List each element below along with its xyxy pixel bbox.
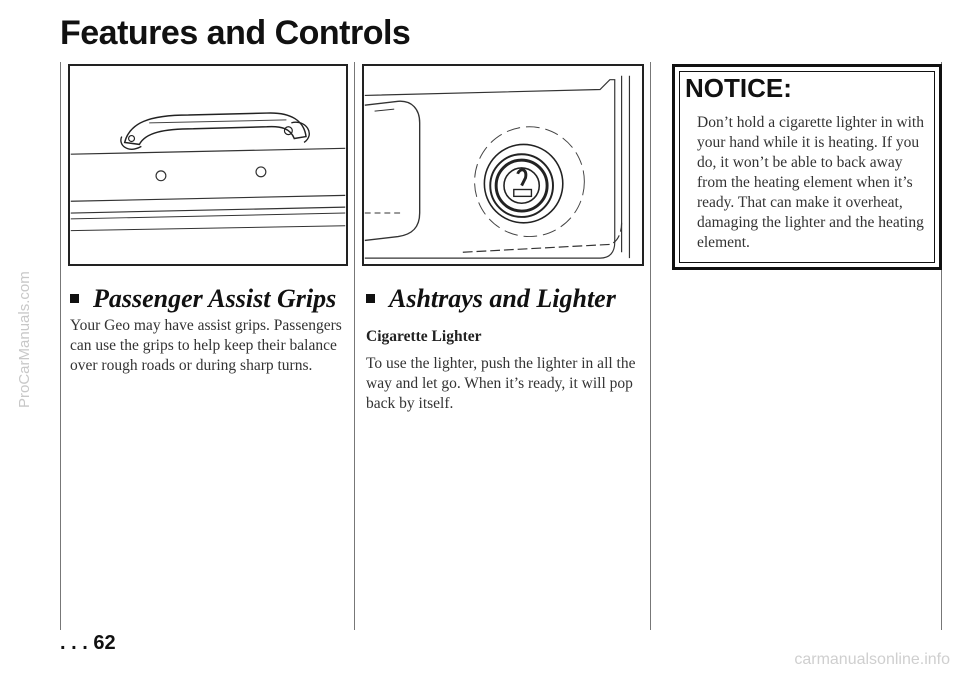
cigarette-lighter-illustration xyxy=(362,64,644,266)
column-rule-left xyxy=(60,62,61,630)
page-title: Features and Controls xyxy=(60,14,411,52)
column-rule-middle xyxy=(354,62,355,630)
assist-grip-illustration xyxy=(68,64,348,266)
assist-grips-heading: Passenger Assist Grips xyxy=(70,284,336,314)
ashtrays-heading: Ashtrays and Lighter xyxy=(366,284,616,314)
assist-grips-body: Your Geo may have assist grips. Passenge… xyxy=(70,317,342,374)
cigarette-lighter-icon xyxy=(364,75,631,259)
side-watermark: ProCarManuals.com xyxy=(16,271,33,409)
ashtrays-body: To use the lighter, push the lighter in … xyxy=(366,355,636,412)
ashtrays-heading-text: Ashtrays and Lighter xyxy=(389,284,616,313)
notice-title: NOTICE: xyxy=(685,73,792,103)
bottom-watermark: carmanualsonline.info xyxy=(794,651,950,668)
assist-grips-heading-text: Passenger Assist Grips xyxy=(93,284,337,313)
notice-inner-border xyxy=(679,71,935,263)
page-number: . . . 62 xyxy=(60,632,116,654)
cigarette-lighter-subheading: Cigarette Lighter xyxy=(366,328,482,345)
square-bullet-icon xyxy=(366,293,375,303)
square-bullet-icon xyxy=(70,293,79,303)
assist-grip-icon xyxy=(70,112,346,232)
notice-body: Don’t hold a cigarette lighter in with y… xyxy=(697,114,924,251)
column-rule-edge xyxy=(941,62,942,630)
column-rule-right xyxy=(650,62,651,630)
notice-box: NOTICE: Don’t hold a cigarette lighter i… xyxy=(672,64,942,270)
